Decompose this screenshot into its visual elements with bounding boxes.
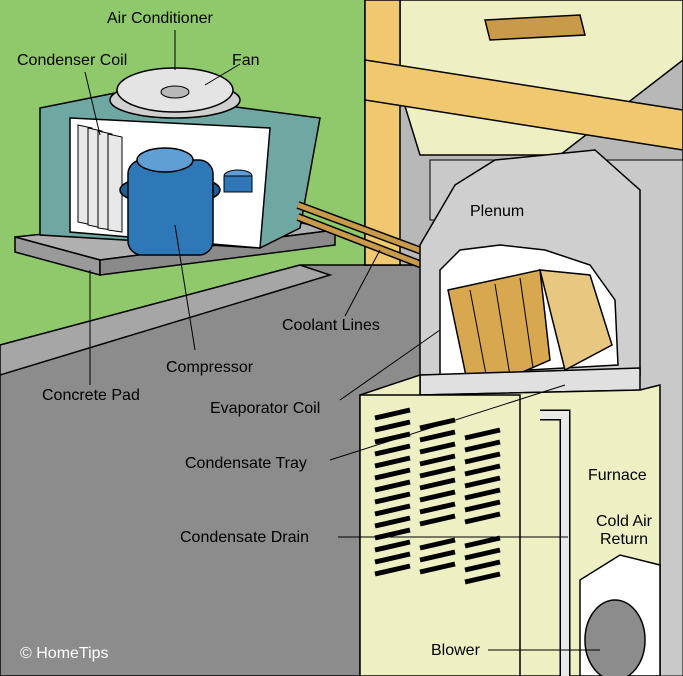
compressor-top [136,147,194,173]
joist-post [364,0,401,266]
label-evaporator-coil: Evaporator Coil [210,400,321,417]
label-coolant-lines: Coolant Lines [282,317,380,334]
evaporator-coil-right [539,269,613,372]
compressor-body [127,159,214,256]
coolant-line-2 [297,214,431,271]
label-condensate-tray: Condensate Tray [185,455,307,472]
label-furnace: Furnace [588,467,647,484]
furnace-louvers [374,407,501,585]
label-air-conditioner: Air Conditioner [107,10,213,27]
label-condenser-coil: Condenser Coil [17,52,128,69]
label-cold-air-return: Cold Air Return [595,513,653,548]
label-plenum: Plenum [470,203,525,220]
blower-wheel [584,599,646,676]
label-condensate-drain: Condensate Drain [180,529,309,546]
condenser-coil-fins [77,124,123,233]
evaporator-coil-slats [469,277,534,386]
evaporator-coil-left [447,269,551,397]
fan-hub [160,85,190,99]
leader-lines [84,30,600,651]
capacitor-body [223,175,253,193]
label-concrete-pad: Concrete Pad [42,387,140,404]
ceiling-vent [484,14,586,41]
condensate-drain-pipe [540,411,569,676]
label-blower: Blower [431,642,480,659]
furnace-front [359,394,521,676]
copyright-label: © HomeTips [20,645,109,662]
label-compressor: Compressor [166,359,254,376]
floor-edge [0,264,333,376]
coolant-line-1 [297,202,436,259]
joist-beam [364,59,683,151]
label-fan: Fan [232,52,260,69]
